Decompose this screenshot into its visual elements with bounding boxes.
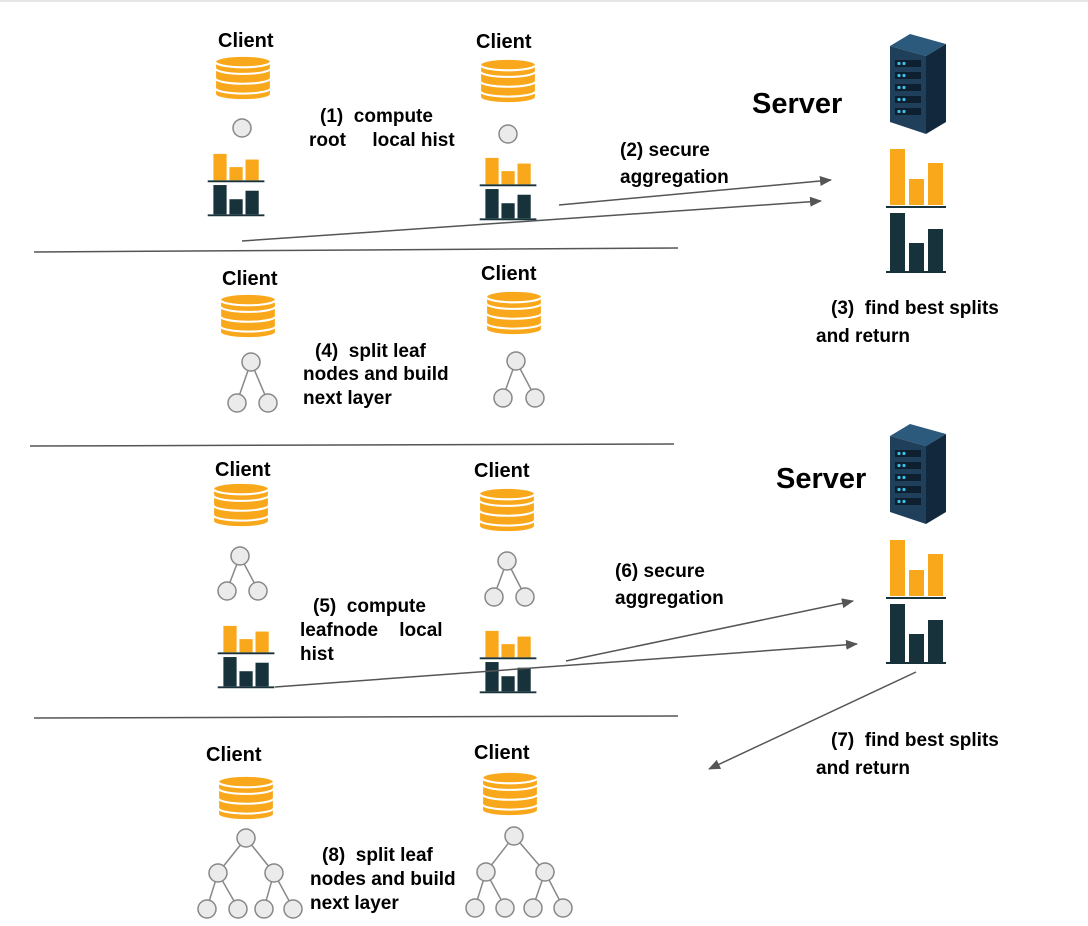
root-node-icon <box>498 124 518 144</box>
tree-icon <box>465 826 573 918</box>
database-icon <box>216 774 276 822</box>
step-6-label: aggregation <box>615 588 724 609</box>
database-icon <box>213 54 273 102</box>
database-icon <box>480 770 540 818</box>
server-label: Server <box>776 463 867 495</box>
step-5-label: leafnode local <box>300 620 443 641</box>
step-1-label: root local hist <box>309 130 455 151</box>
server-rack-icon <box>890 34 946 134</box>
step-5-label: hist <box>300 644 334 665</box>
client-label: Client <box>215 459 271 481</box>
histogram-icon <box>478 156 538 221</box>
divider-1 <box>33 247 679 253</box>
arrow-return <box>708 671 917 770</box>
tree-icon <box>227 352 278 413</box>
step-3-label: and return <box>816 326 910 347</box>
step-7-label: (7) find best splits <box>831 730 999 751</box>
step-8-label: nodes and build <box>310 869 456 890</box>
database-icon <box>477 486 537 534</box>
divider-3 <box>33 715 679 719</box>
database-icon <box>484 289 544 337</box>
tree-icon <box>217 546 268 601</box>
step-4-label: nodes and build <box>303 364 449 385</box>
histogram-icon <box>478 629 538 694</box>
divider-2 <box>29 443 675 447</box>
step-8-label: (8) split leaf <box>322 845 433 866</box>
arrow-aggregation-2b <box>274 639 858 688</box>
client-label: Client <box>476 31 532 53</box>
client-label: Client <box>474 742 530 764</box>
histogram-icon <box>206 152 266 217</box>
server-label: Server <box>752 88 843 120</box>
histogram-icon <box>216 624 276 689</box>
step-2-label: (2) secure <box>620 140 710 161</box>
tree-icon <box>493 351 545 408</box>
step-1-label: (1) compute <box>320 106 433 127</box>
client-label: Client <box>222 268 278 290</box>
database-icon <box>218 292 278 340</box>
step-7-label: and return <box>816 758 910 779</box>
server-histogram-icon <box>885 148 947 273</box>
client-label: Client <box>474 460 530 482</box>
step-5-label: (5) compute <box>313 596 426 617</box>
root-node-icon <box>232 118 252 138</box>
step-4-label: next layer <box>303 388 392 409</box>
step-4-label: (4) split leaf <box>315 341 426 362</box>
arrow-aggregation-1a <box>558 176 832 206</box>
server-rack-icon <box>890 424 946 524</box>
tree-icon <box>197 828 303 919</box>
tree-icon <box>484 551 535 607</box>
arrow-aggregation-1b <box>241 196 822 242</box>
client-label: Client <box>218 30 274 52</box>
client-label: Client <box>206 744 262 766</box>
database-icon <box>478 57 538 105</box>
step-2-label: aggregation <box>620 167 729 188</box>
database-icon <box>211 481 271 529</box>
server-histogram-icon <box>885 539 947 664</box>
step-6-label: (6) secure <box>615 561 705 582</box>
arrow-aggregation-2a <box>565 598 854 662</box>
client-label: Client <box>481 263 537 285</box>
step-8-label: next layer <box>310 893 399 914</box>
step-3-label: (3) find best splits <box>831 298 999 319</box>
